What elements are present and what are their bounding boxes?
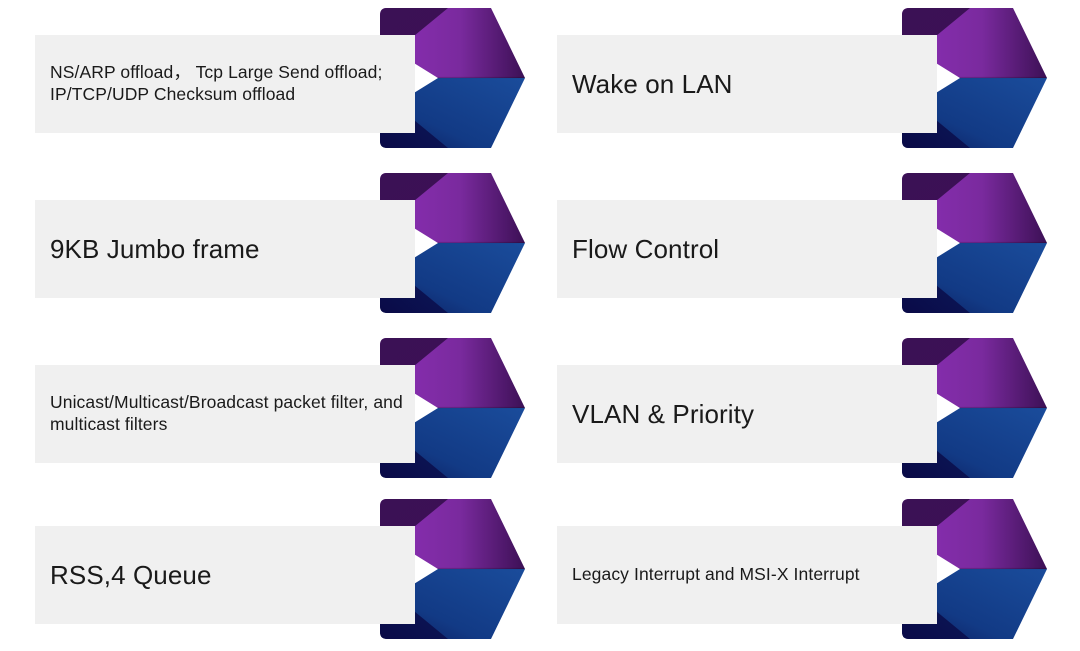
feature-label-box-interrupts[interactable]: Legacy Interrupt and MSI-X Interrupt (557, 526, 937, 624)
feature-label-box-packet-filter[interactable]: Unicast/Multicast/Broadcast packet filte… (35, 365, 415, 463)
feature-label-box-wake-on-lan[interactable]: Wake on LAN (557, 35, 937, 133)
feature-label-text: NS/ARP offload， Tcp Large Send offload; … (50, 62, 383, 104)
feature-label-text: Flow Control (572, 233, 720, 264)
feature-label-box-flow-control[interactable]: Flow Control (557, 200, 937, 298)
feature-label-text: 9KB Jumbo frame (50, 233, 260, 264)
feature-item-wake-on-lan[interactable]: Wake on LAN (522, 0, 1047, 160)
feature-label-box-vlan-priority[interactable]: VLAN & Priority (557, 365, 937, 463)
feature-item-flow-control[interactable]: Flow Control (522, 165, 1047, 325)
feature-item-jumbo-frame[interactable]: 9KB Jumbo frame (0, 165, 525, 325)
feature-item-packet-filter[interactable]: Unicast/Multicast/Broadcast packet filte… (0, 330, 525, 490)
feature-label-box-rss-queue[interactable]: RSS,4 Queue (35, 526, 415, 624)
feature-label-text: Unicast/Multicast/Broadcast packet filte… (50, 392, 403, 434)
feature-item-offload[interactable]: NS/ARP offload， Tcp Large Send offload; … (0, 0, 525, 160)
feature-label-box-jumbo-frame[interactable]: 9KB Jumbo frame (35, 200, 415, 298)
feature-label-box-offload[interactable]: NS/ARP offload， Tcp Large Send offload; … (35, 35, 415, 133)
feature-label-text: Wake on LAN (572, 68, 733, 99)
feature-item-interrupts[interactable]: Legacy Interrupt and MSI-X Interrupt (522, 491, 1047, 651)
feature-item-vlan-priority[interactable]: VLAN & Priority (522, 330, 1047, 490)
feature-label-text: Legacy Interrupt and MSI-X Interrupt (572, 564, 860, 585)
feature-label-text: VLAN & Priority (572, 398, 755, 429)
feature-label-text: RSS,4 Queue (50, 559, 212, 590)
feature-item-rss-queue[interactable]: RSS,4 Queue (0, 491, 525, 651)
